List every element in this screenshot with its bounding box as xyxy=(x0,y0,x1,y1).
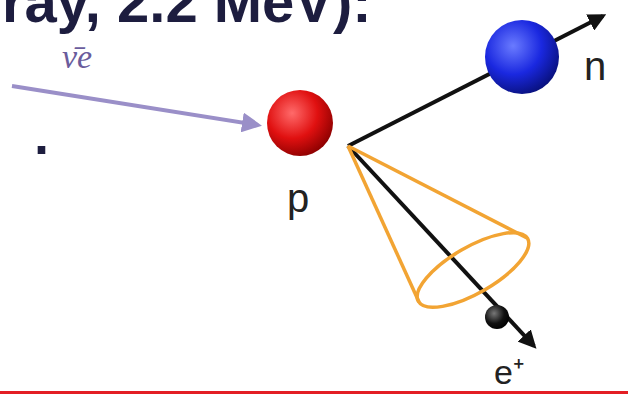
particle-label: p xyxy=(287,178,309,218)
punctuation: . xyxy=(34,108,49,162)
positron-track xyxy=(348,146,534,346)
neutron-sphere xyxy=(485,20,559,94)
proton-sphere xyxy=(267,90,333,156)
positron-sphere xyxy=(485,305,509,329)
heading-fragment: ray, 2.2 MeV): xyxy=(2,0,372,31)
divider-rule xyxy=(0,391,628,394)
neutron-track xyxy=(348,16,603,146)
particle-label: ν̄e xyxy=(62,40,92,74)
particle-label: e⁺ xyxy=(494,355,524,389)
particle-label: n xyxy=(584,46,606,86)
cherenkov-cone xyxy=(348,146,539,321)
